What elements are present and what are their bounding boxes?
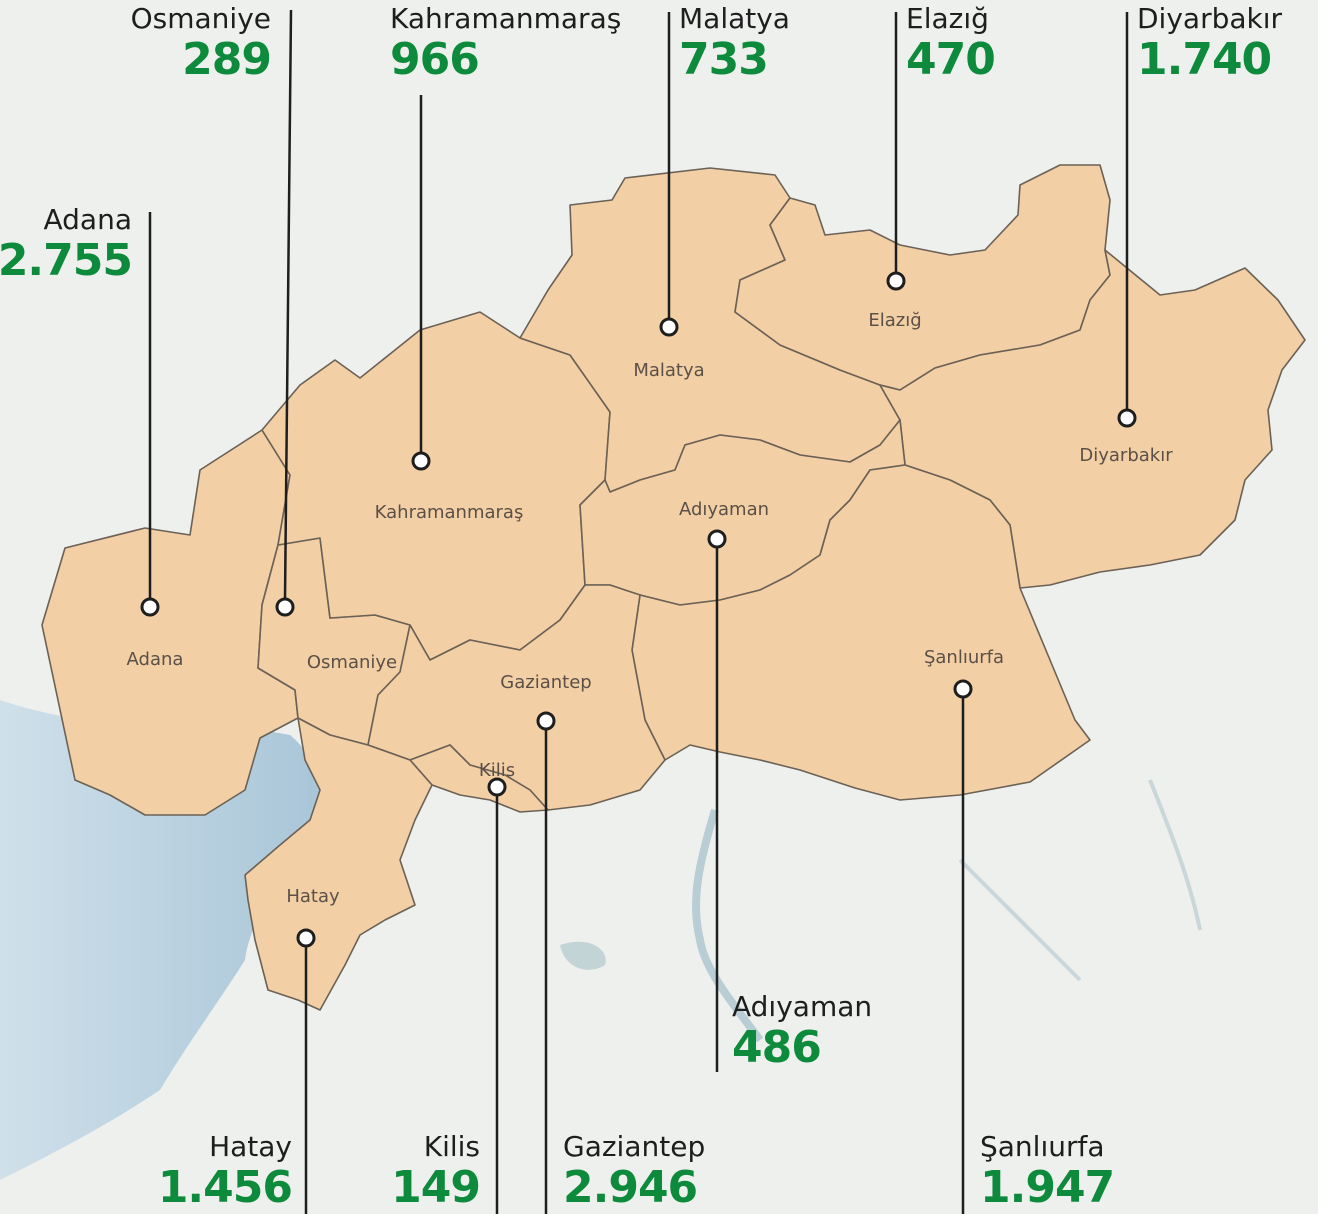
callout-value: 1.456 [157,1162,293,1213]
map-label-sanliurfa: Şanlıurfa [924,647,1004,668]
callout-name: Adıyaman [732,990,873,1023]
callout-sanliurfa: Şanlıurfa 1.947 [980,1130,1115,1213]
callout-value: 149 [391,1162,481,1213]
callout-name: Kahramanmaraş [390,2,622,35]
callout-malatya: Malatya 733 [679,2,790,84]
callout-osmaniye: Osmaniye 289 [130,2,272,85]
callout-name: Osmaniye [130,2,271,35]
callout-name: Adana [43,203,133,236]
map-label-adiyaman: Adıyaman [679,499,769,520]
marker-kahramanmaras [411,451,431,471]
callout-gaziantep: Gaziantep 2.946 [563,1130,705,1212]
marker-gaziantep [536,711,556,731]
callout-value: 289 [182,34,272,85]
map-label-diyarbakir: Diyarbakır [1079,445,1173,466]
callout-elazig: Elazığ 470 [906,2,996,85]
marker-hatay [296,928,316,948]
callout-name: Gaziantep [563,1130,706,1163]
callout-value: 1.947 [980,1162,1115,1213]
map-label-elazig: Elazığ [868,310,921,331]
callout-value: 1.740 [1137,34,1272,85]
callout-value: 966 [390,34,480,85]
river [1148,779,1202,931]
callout-adana: Adana 2.755 [0,203,133,286]
map-label-gaziantep: Gaziantep [500,672,591,693]
callout-value: 470 [906,34,996,85]
callout-kilis: Kilis 149 [391,1130,481,1213]
callout-value: 733 [679,34,769,85]
callout-name: Diyarbakır [1137,2,1283,35]
callout-name: Elazığ [906,2,989,35]
marker-osmaniye [275,597,295,617]
province-diyarbakir [879,249,1306,589]
map-label-osmaniye: Osmaniye [307,652,397,673]
marker-malatya [659,317,679,337]
callout-value: 2.946 [563,1162,698,1213]
callout-name: Hatay [209,1130,292,1163]
callout-name: Kilis [423,1130,480,1163]
river [958,858,1082,982]
province-kilis [409,744,549,813]
callout-hatay: Hatay 1.456 [157,1130,293,1213]
map-label-hatay: Hatay [286,886,340,907]
marker-adiyaman [707,529,727,549]
marker-elazig [886,271,906,291]
province-sanliurfa [631,464,1091,801]
marker-diyarbakir [1117,408,1137,428]
marker-adana [140,597,160,617]
marker-kilis [487,777,507,797]
callout-name: Malatya [679,2,790,35]
marker-sanliurfa [953,679,973,699]
map-label-kahramanmaras: Kahramanmaraş [375,502,524,523]
map-label-adana: Adana [127,649,184,670]
leader-osmaniye [283,9,293,600]
callout-diyarbakir: Diyarbakır 1.740 [1137,2,1282,84]
callout-kahramanmaras: Kahramanmaraş 966 [390,2,621,84]
province-elazig [734,164,1111,391]
sea [0,700,321,1180]
map-label-kilis: Kilis [479,760,515,781]
river [692,808,764,1043]
callout-value: 2.755 [0,235,133,286]
lake [560,941,606,970]
map-label-malatya: Malatya [633,360,704,381]
callout-adiyaman: Adıyaman 486 [732,990,872,1072]
callout-name: Şanlıurfa [980,1130,1105,1163]
callout-value: 486 [732,1022,822,1073]
province-hatay [244,717,433,1011]
